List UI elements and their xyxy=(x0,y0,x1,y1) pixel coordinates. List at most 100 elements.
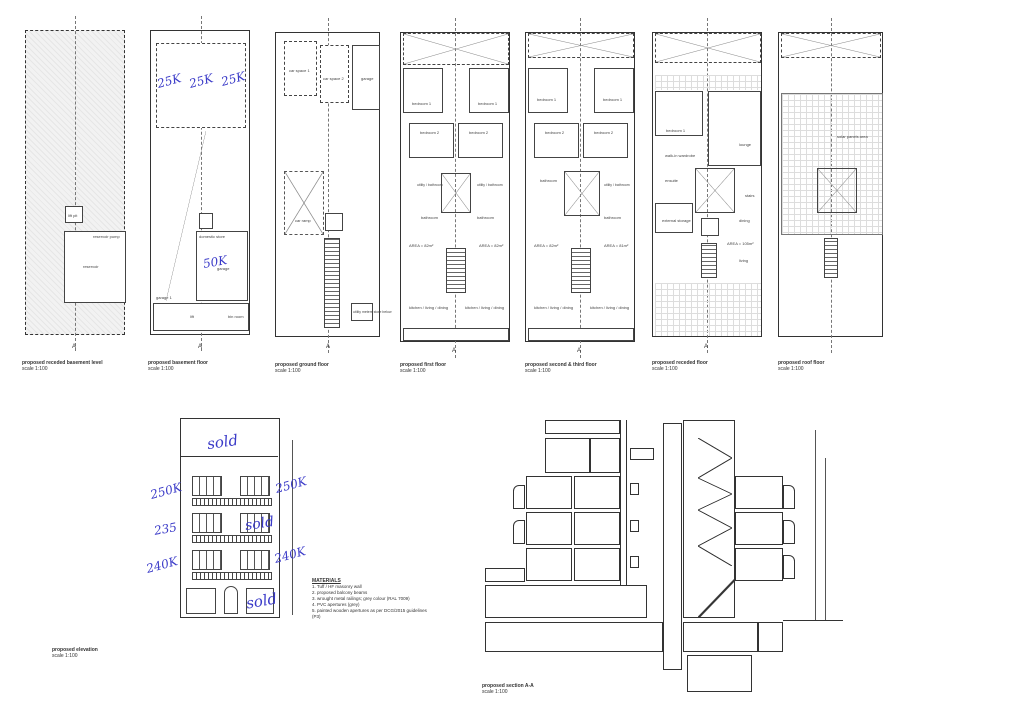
lift-pit: lift pit xyxy=(65,206,83,223)
balcony xyxy=(528,328,634,341)
car-space-1: car space 1 xyxy=(284,41,317,96)
room-label: kitchen / living / dining xyxy=(590,305,630,310)
room-label: utility / bathroom xyxy=(477,183,503,187)
room-label: kitchen / living / dining xyxy=(409,305,449,310)
room-label: bathroom xyxy=(421,215,438,220)
balcony xyxy=(403,328,509,341)
basement-right xyxy=(758,622,783,652)
room-label: kitchen / living / dining xyxy=(465,305,505,310)
room-label: bedroom 1 xyxy=(537,97,557,102)
stairs-flight xyxy=(698,546,732,566)
room-label: bathroom xyxy=(540,178,557,183)
lift xyxy=(199,213,213,229)
bedroom-2-right: bedroom 2 xyxy=(583,123,628,158)
floor-room xyxy=(526,476,572,509)
stairs-flight xyxy=(698,458,732,478)
lightwell xyxy=(564,171,600,216)
ground-line xyxy=(783,620,843,621)
room-label: car space 1 xyxy=(289,68,310,73)
room-label: garage xyxy=(361,76,374,81)
bedroom-1-right: bedroom 1 xyxy=(594,68,634,113)
floor-room xyxy=(735,476,783,509)
plan-receded-basement: lift pit reservoir reservoir pump xyxy=(25,16,126,351)
lift-shaft xyxy=(663,423,682,670)
parapet-line xyxy=(180,456,278,457)
room-label: garage xyxy=(217,266,230,271)
stairs xyxy=(824,238,838,278)
stairs-flight xyxy=(698,528,732,546)
room-label: garage 1 xyxy=(156,295,172,300)
stairs-flight xyxy=(698,510,732,528)
elevation-outline xyxy=(180,418,280,618)
elevation-drawing xyxy=(180,418,280,618)
floor-room xyxy=(574,548,620,581)
room-label: bedroom 1 xyxy=(666,128,686,133)
entrance-porch xyxy=(485,568,525,582)
bedroom-2-right: bedroom 2 xyxy=(458,123,503,158)
room-label: bedroom 1 xyxy=(412,101,432,106)
garage-door xyxy=(246,588,274,614)
window xyxy=(192,476,222,496)
room-label: living xyxy=(739,258,749,263)
ground-garage xyxy=(485,585,647,618)
ramp-stairs xyxy=(324,238,340,328)
room-label: bedroom 1 xyxy=(603,97,623,102)
stairs xyxy=(701,243,717,278)
bin-room: lift bin room xyxy=(153,303,249,331)
room-label: bin room xyxy=(228,314,244,319)
room-label: lounge xyxy=(739,142,752,147)
balcony-railing xyxy=(192,572,272,580)
room-label: bedroom 2 xyxy=(469,130,489,135)
entrance-door xyxy=(224,586,238,614)
room-label: kitchen / living / dining xyxy=(534,305,574,310)
room-label: bedroom 2 xyxy=(420,130,440,135)
front-terrace xyxy=(528,33,634,58)
bedroom-1: bedroom 1 xyxy=(655,91,703,136)
floor-room xyxy=(526,548,572,581)
handwritten-price: 235 xyxy=(152,520,178,538)
balcony-right xyxy=(783,520,795,544)
area-label: AREA = 82m² xyxy=(534,243,559,248)
height-dimension xyxy=(292,440,293,615)
section-mark: A xyxy=(452,348,457,354)
section-drawing xyxy=(480,410,860,700)
section-mark: A xyxy=(326,344,331,350)
window xyxy=(240,550,270,570)
window xyxy=(240,513,270,533)
room-label: bathroom xyxy=(477,215,494,220)
bedroom-1-right: bedroom 1 xyxy=(469,68,509,113)
utility-meters: utility meters store below xyxy=(351,303,392,321)
front-terrace xyxy=(781,33,881,58)
front-terrace xyxy=(403,33,509,65)
solar-panels-area: solar panels area xyxy=(781,93,883,235)
area-label: AREA = 105m² xyxy=(727,241,754,246)
balcony-right xyxy=(783,555,795,579)
area-label: AREA = 82m² xyxy=(479,243,504,248)
window xyxy=(240,476,270,496)
reservoir xyxy=(687,655,752,692)
balcony-railing xyxy=(192,535,272,543)
garage: garage xyxy=(352,45,380,110)
area-label: AREA = 81m² xyxy=(604,243,629,248)
section-mark: A xyxy=(198,344,203,350)
room-label: dining xyxy=(739,218,750,223)
lounge: lounge xyxy=(708,91,761,166)
penthouse-room xyxy=(545,420,620,434)
room-label: external storage xyxy=(662,218,691,223)
room-label: bedroom 1 xyxy=(478,101,498,106)
room-label: domestic store xyxy=(199,234,226,239)
lightwell xyxy=(441,173,471,213)
floor-room xyxy=(735,548,783,581)
handwritten-price: 250K xyxy=(148,480,184,502)
window xyxy=(630,556,639,568)
room-label: car ramp xyxy=(295,218,311,223)
room-label: bedroom 2 xyxy=(594,130,614,135)
lift-overrun xyxy=(817,168,857,213)
front-terrace xyxy=(655,33,761,63)
section-axis xyxy=(328,18,329,353)
bedroom-1-left: bedroom 1 xyxy=(528,68,568,113)
